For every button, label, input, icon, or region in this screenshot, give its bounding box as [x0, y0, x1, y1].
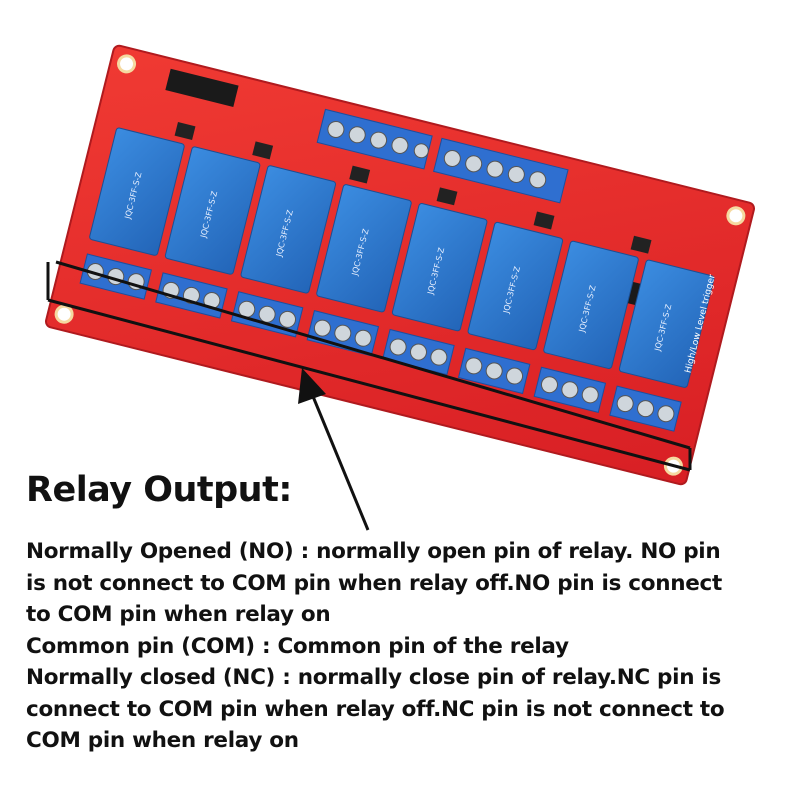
- header-pins-left: [165, 68, 239, 107]
- description-line: Common pin (COM) : Common pin of the rel…: [26, 633, 569, 659]
- terminal-screw: [540, 376, 558, 394]
- description-line: COM pin when relay on: [26, 728, 299, 753]
- terminal-screw: [354, 329, 372, 347]
- relay: [164, 146, 261, 275]
- terminal-screw: [409, 343, 427, 361]
- relay: [391, 203, 488, 332]
- terminal-screw: [657, 405, 675, 423]
- relay: [618, 259, 715, 388]
- relay-output-description: Normally Opened (NO) : normally open pin…: [26, 536, 791, 757]
- input-terminal-block: [316, 108, 569, 204]
- relay: [89, 127, 185, 256]
- terminal-screw: [506, 367, 524, 385]
- description-line: to COM pin when relay on: [26, 602, 331, 627]
- description-line: Normally Opened (NO) : normally open pin…: [26, 539, 721, 564]
- terminal-screw: [637, 400, 655, 418]
- mount-hole: [726, 206, 746, 226]
- terminal-screw: [561, 381, 579, 399]
- terminal-screw: [430, 348, 448, 366]
- terminal-screw: [616, 395, 634, 413]
- relay: [240, 165, 337, 294]
- description-line: connect to COM pin when relay off.NC pin…: [26, 696, 725, 722]
- relay: [316, 184, 412, 313]
- highlight-box: [46, 260, 692, 472]
- terminal-screw: [485, 362, 503, 380]
- terminal-screw: [465, 357, 483, 375]
- description-line: is not connect to COM pin when relay off…: [26, 570, 722, 596]
- terminal-screw: [581, 386, 599, 404]
- terminal-screw: [389, 338, 407, 356]
- relay-output-heading: Relay Output:: [26, 470, 292, 510]
- relay: [467, 221, 564, 351]
- pointer-arrow: [298, 368, 370, 531]
- terminal-screw: [278, 310, 296, 328]
- terminal-screw: [313, 319, 331, 337]
- relay: [543, 240, 639, 370]
- description-line: Normally closed (NC) : normally close pi…: [26, 665, 721, 690]
- mount-hole: [117, 54, 137, 74]
- terminal-screw: [334, 324, 352, 342]
- mount-hole: [54, 304, 74, 324]
- output-terminal-row: [79, 253, 682, 432]
